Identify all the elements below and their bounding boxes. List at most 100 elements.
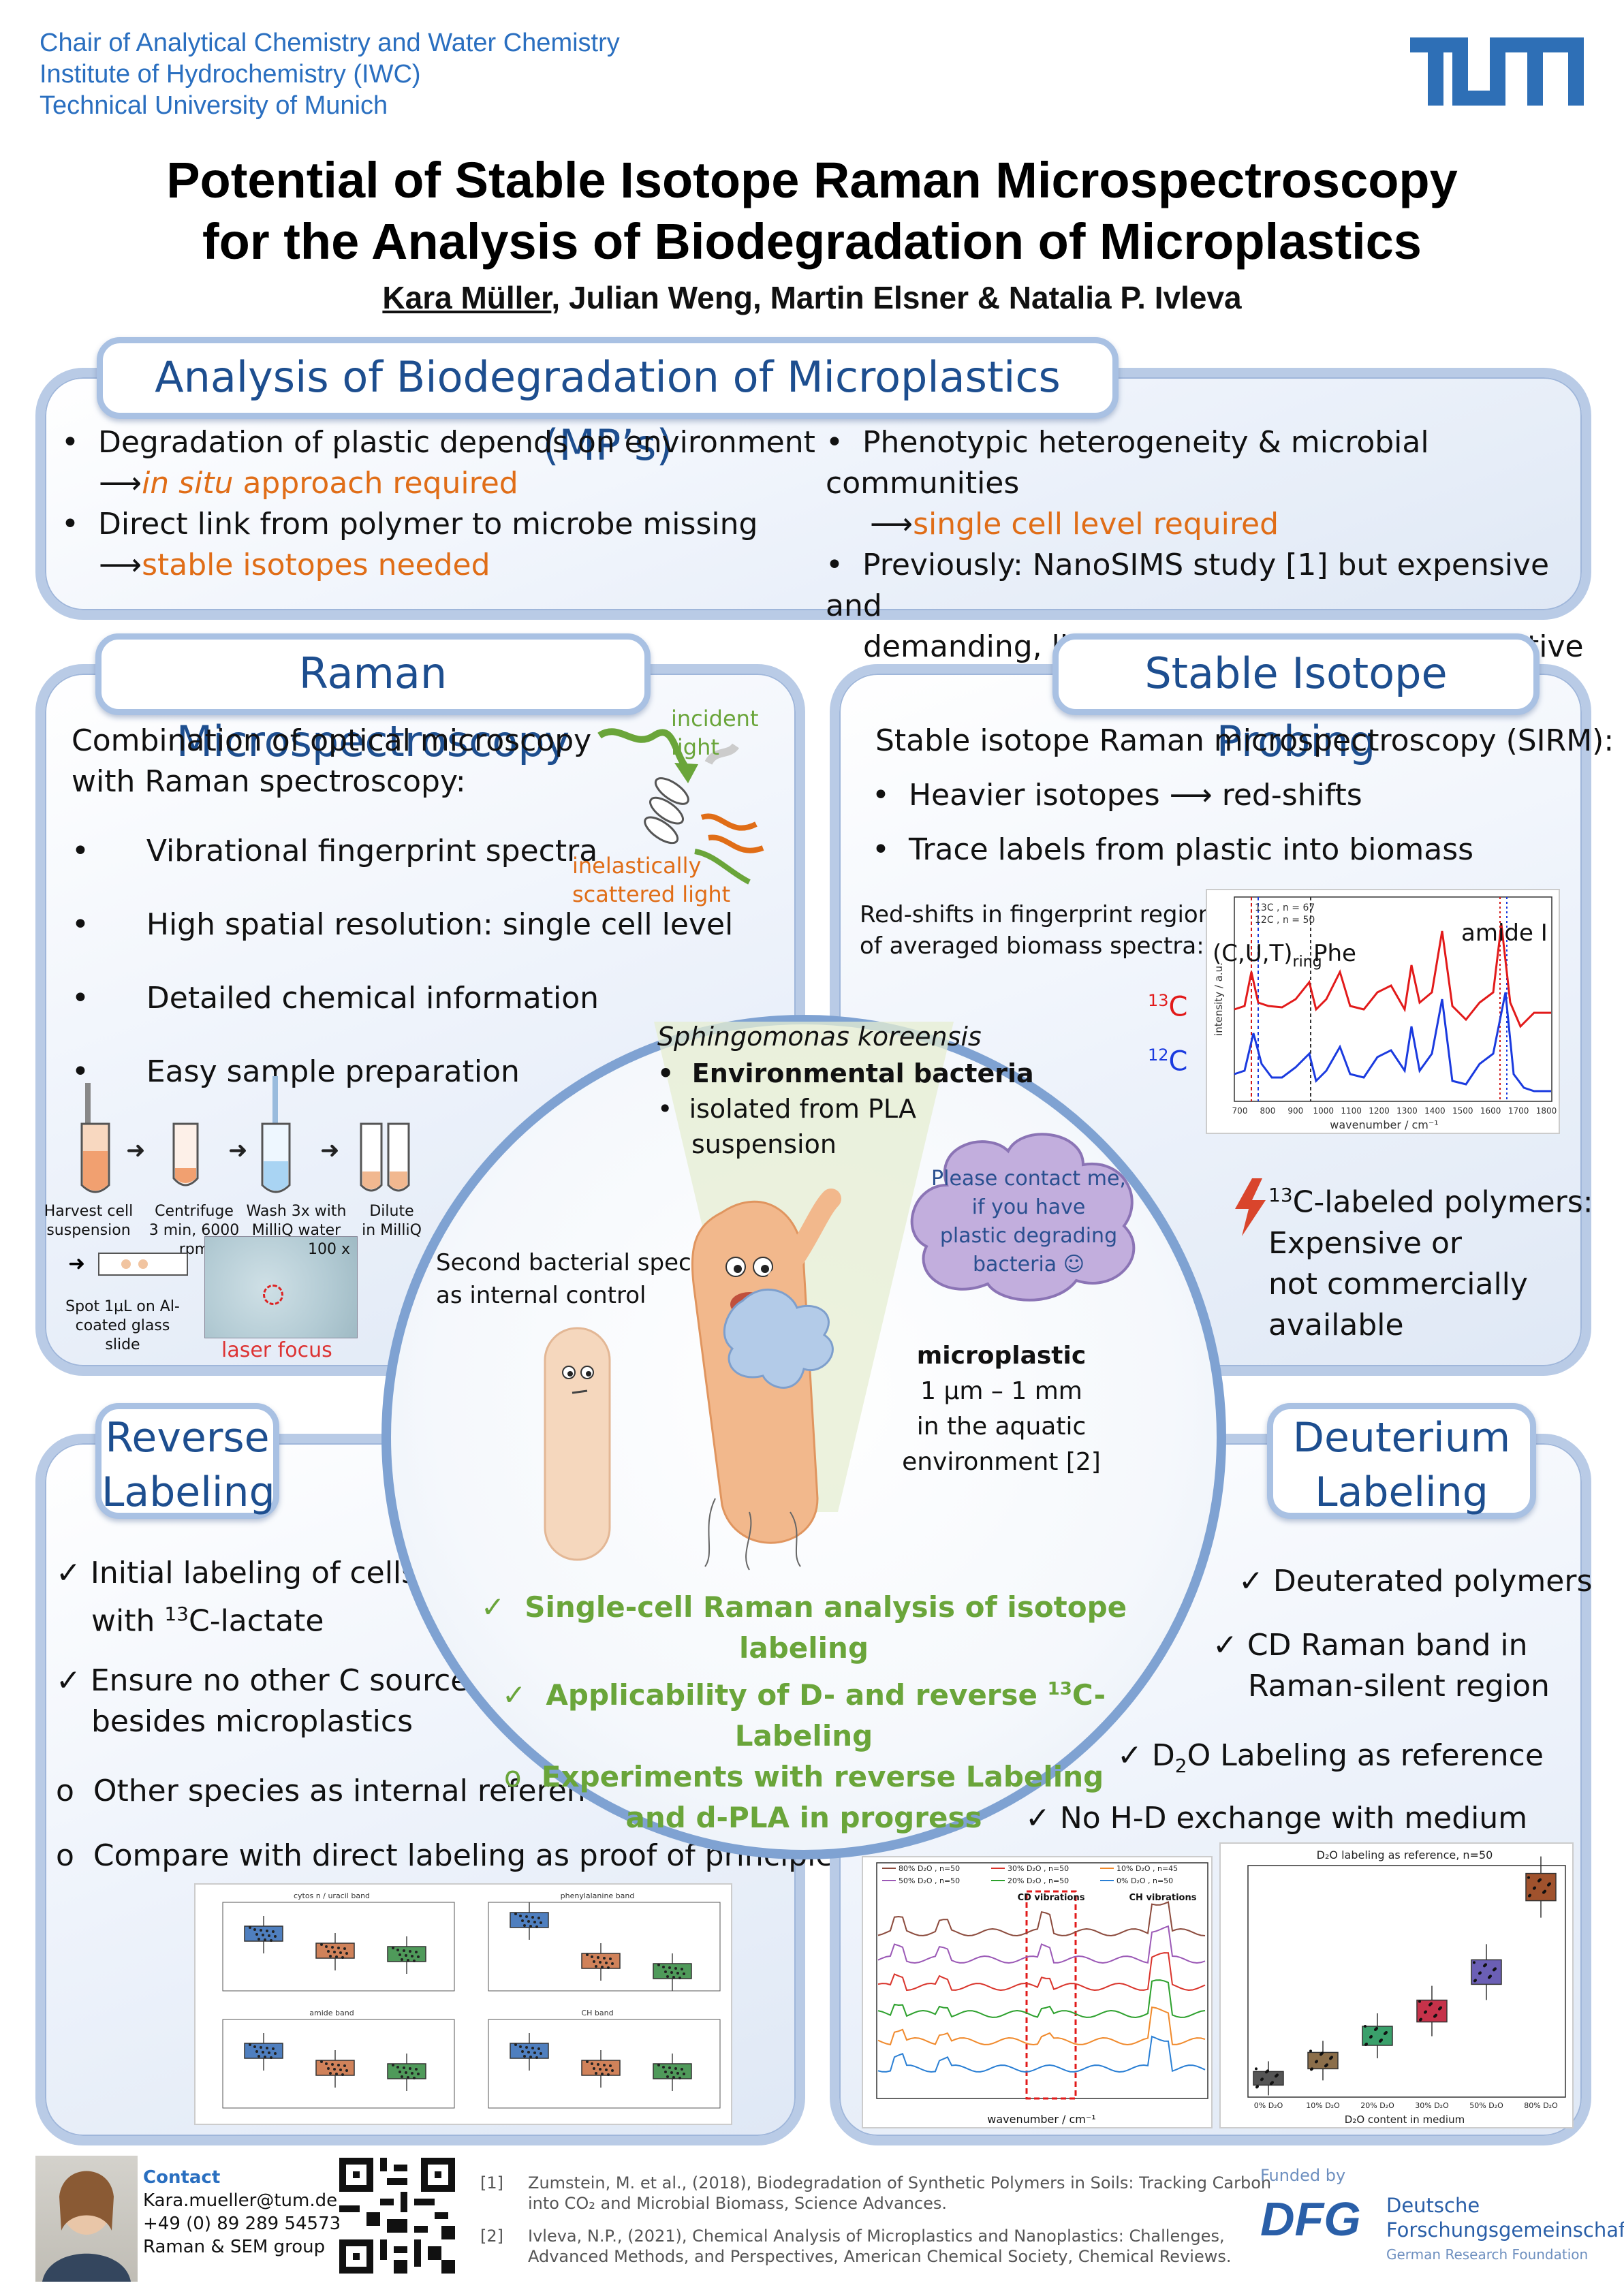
ref2-line1: Ivleva, N.P., (2021), Chemical Analysis … (528, 2227, 1225, 2246)
reverse-box-point (514, 2043, 517, 2046)
reverse-box-point (597, 1956, 599, 1959)
contact-cloud-text: Please contact me, if you have plastic d… (926, 1165, 1131, 1279)
reverse-box-point (262, 1934, 264, 1936)
microplastic-label: microplastic 1 µm – 1 mm in the aquatic … (886, 1338, 1117, 1480)
sirm-legend-1: 13C , n = 67 (1255, 902, 1315, 913)
reverse-b1-l1-text: Initial labeling of cells (90, 1556, 418, 1590)
d2o-legend-label: 80% D₂O , n=50 (899, 1864, 960, 1873)
small-bacterium (544, 1327, 611, 1561)
reverse-box-point (531, 2047, 534, 2049)
d2o-box-category: 20% D₂O (1360, 2101, 1394, 2110)
d2o-legend-label: 20% D₂O , n=50 (1008, 1876, 1069, 1885)
reverse-title-l1: Reverse (105, 1414, 270, 1462)
institution-line-3: Technical University of Munich (40, 91, 388, 120)
reverse-box-point (529, 1925, 532, 1928)
d2o-box-point (1276, 2073, 1279, 2077)
reverse-box-point (392, 1947, 394, 1949)
reverse-box-point (403, 2066, 405, 2069)
d2o-box-point (1424, 2010, 1427, 2013)
tube-1 (80, 1083, 110, 1193)
d2o-box-point (1548, 1882, 1551, 1885)
d2o-box-point (1309, 2049, 1312, 2053)
reverse-box-point (337, 1947, 340, 1949)
reverse-box-point (341, 1956, 344, 1959)
reverse-box-point (407, 1959, 409, 1962)
d2o-box-point (1315, 2060, 1318, 2063)
raman-item-3-text: Detailed chemical information (146, 981, 599, 1016)
cd-vibrations-label: CD vibrations (1018, 1893, 1085, 1903)
step1-l2: suspension (46, 1222, 131, 1239)
label-13c-sup: 13 (1148, 991, 1169, 1010)
reverse-box-point (331, 1946, 334, 1949)
mp-l2: 1 µm – 1 mm (920, 1377, 1082, 1405)
reverse-box-point (331, 2063, 334, 2066)
reverse-title-l2: Labeling (102, 1468, 275, 1516)
sirm-tick-label: 1600 (1480, 1106, 1501, 1116)
spot-l2: coated glass (75, 1317, 170, 1334)
reverse-box-point (609, 2064, 612, 2067)
contact-email[interactable]: Kara.mueller@tum.de (143, 2190, 338, 2211)
d2o-spectral-line (877, 2035, 1206, 2073)
raman-item-3: • Detailed chemical information (72, 981, 599, 1016)
ch-vibrations-label: CH vibrations (1129, 1893, 1197, 1903)
reverse-box-point (521, 1919, 524, 1922)
reverse-box-point (413, 1960, 416, 1962)
reverse-box-point (605, 2069, 608, 2071)
d2o-box-point (1326, 2063, 1328, 2066)
step4-l2: in MilliQ (362, 1222, 422, 1239)
species-name: Sphingomonas koreensis (657, 1022, 982, 1052)
reverse-box-point (533, 2051, 536, 2054)
contact-l2: if you have (971, 1195, 1086, 1219)
main-author: Kara Müller (382, 280, 552, 315)
reverse-box-point (335, 1955, 338, 1958)
reverse-box-point (417, 1955, 420, 1958)
reverse-box-point (415, 2068, 418, 2071)
reverse-box-point (540, 2052, 542, 2055)
reverse-box-point (249, 2043, 251, 2046)
reverse-box-point (415, 1951, 418, 1953)
reverse-box-point (266, 2047, 268, 2049)
sirm-tick-label: 800 (1260, 1106, 1275, 1116)
reverse-b2-l2: besides microplastics (56, 1701, 469, 1742)
d2o-box-category: 80% D₂O (1524, 2101, 1558, 2110)
reverse-box-point (257, 2055, 260, 2058)
reverse-box-point (396, 1949, 399, 1951)
reverse-box-point (591, 1955, 593, 1958)
species-bullets: • Environmental bacteria • isolated from… (657, 1056, 1034, 1162)
reverse-box-point (607, 2073, 610, 2076)
deut-b3: ✓ D2O Labeling as reference (1117, 1738, 1544, 1777)
reverse-box-point (535, 2056, 538, 2059)
label-12c: 12C (1148, 1045, 1187, 1077)
sip-b2-text: Trace labels from plastic into biomass (908, 832, 1474, 867)
title-line-1: Potential of Stable Isotope Raman Micros… (166, 152, 1458, 208)
reverse-box-point (603, 1957, 606, 1960)
sirm-tick-label: 1100 (1341, 1106, 1362, 1116)
reverse-box-point (521, 2050, 524, 2053)
reference-1: [1]Zumstein, M. et al., (2018), Biodegra… (480, 2173, 1271, 2214)
reverse-b1-l2a: with (91, 1603, 165, 1639)
authors: Kara Müller, Julian Weng, Martin Elsner … (0, 279, 1624, 316)
reverse-box-point (668, 1966, 671, 1969)
reverse-box-point (664, 2071, 667, 2073)
reverse-box-point (255, 1933, 258, 1936)
reverse-b1-sup: 13 (164, 1603, 189, 1625)
deut-b4: ✓ No H-D exchange with medium (1025, 1801, 1528, 1836)
svg-text:➜: ➜ (228, 1137, 248, 1164)
raman-item-2: • High spatial resolution: single cell l… (72, 907, 734, 942)
d2o-box-point (1430, 2002, 1433, 2005)
labeled-l1-wrap: 13C-labeled polymers: (1268, 1175, 1593, 1223)
reverse-box-point (666, 2075, 669, 2078)
qr-code-icon[interactable] (339, 2158, 455, 2274)
d2o-box-point (1439, 2006, 1442, 2009)
contact-photo (35, 2156, 138, 2282)
reverse-box-point (264, 2056, 266, 2058)
incident-line2: light (671, 734, 719, 760)
sirm-tick-label: 1700 (1508, 1106, 1529, 1116)
reverse-box-point (591, 2062, 593, 2065)
poster-title: Potential of Stable Isotope Raman Micros… (0, 150, 1624, 272)
